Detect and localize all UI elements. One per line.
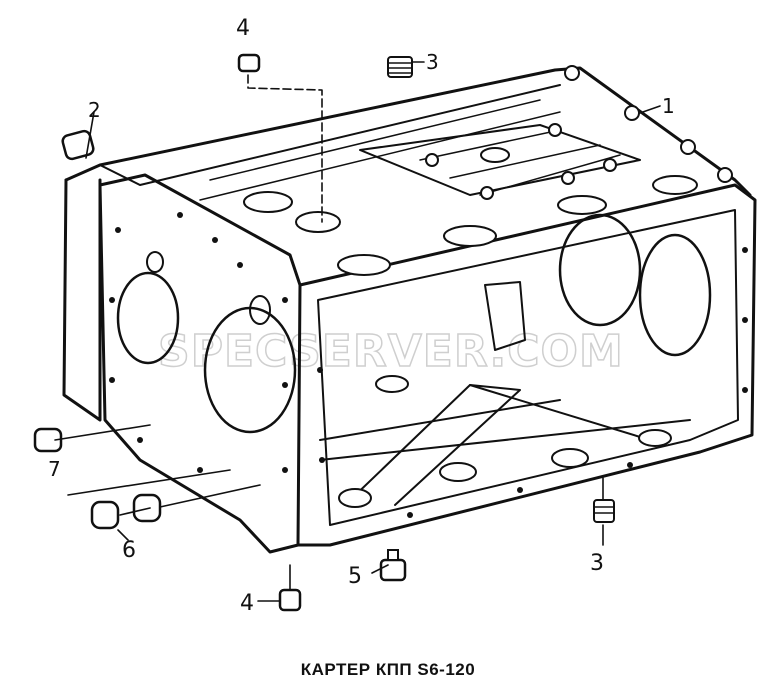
plug-part-4-bottom (278, 588, 302, 612)
callout-3-bottom: 3 (590, 551, 604, 576)
callout-3-top: 3 (426, 50, 439, 74)
leader-lines (54, 61, 661, 602)
plug-part-6 (90, 493, 162, 530)
callout-4-top: 4 (236, 16, 250, 41)
callout-7: 7 (48, 457, 61, 481)
fitting-part-2 (61, 129, 95, 161)
callout-5: 5 (348, 564, 362, 589)
callout-4-bottom: 4 (240, 591, 254, 616)
callout-1: 1 (662, 94, 675, 118)
breather-part-5 (379, 549, 407, 582)
callout-6: 6 (122, 538, 136, 563)
callout-2: 2 (88, 98, 101, 122)
watermark-text: SPECSERVER.COM (158, 326, 624, 377)
plug-part-4-top (237, 53, 261, 73)
diagram-caption: КАРТЕР КПП S6-120 (300, 660, 476, 679)
plug-part-7 (33, 427, 63, 453)
plug-part-3-top (387, 56, 413, 78)
housing-body (62, 65, 757, 554)
plug-part-3-bottom (593, 499, 615, 523)
